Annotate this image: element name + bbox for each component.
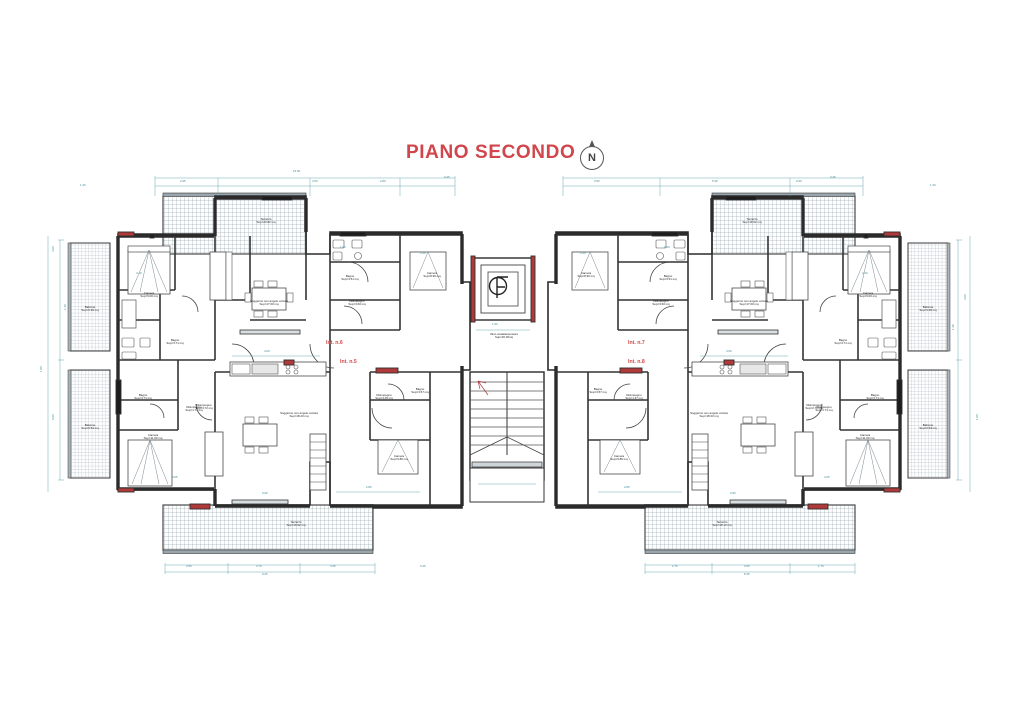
dim-misc-14: 1.00 — [664, 245, 670, 249]
dim-top-left-1: 2.95 — [180, 179, 186, 183]
dim-bottom-left-3: 3.35 — [330, 564, 336, 568]
dim-bottom-right-2: 3.05 — [744, 564, 750, 568]
north-arrow-icon: N — [580, 140, 604, 170]
dim-bottom-right-1: 2.75 — [672, 564, 678, 568]
apartment-tag-int7: Int. n.7 — [628, 340, 645, 346]
dim-misc-4: 2.80 — [624, 485, 630, 489]
dim-misc-9: 4.05 — [172, 475, 178, 479]
dim-bottom-left-overall: 9.25 — [262, 572, 268, 576]
dim-top-offset: 1.30 — [80, 183, 86, 187]
dim-right-3: 1.00 — [975, 414, 979, 420]
dim-misc-10: 4.05 — [824, 475, 830, 479]
dim-misc-12: 0.90 — [730, 491, 736, 495]
dim-right-1: 3.80 — [963, 294, 967, 300]
dim-misc-3: 2.80 — [366, 485, 372, 489]
dim-bottom-left-2: 3.70 — [256, 564, 262, 568]
dim-top-left-4: 0.45 — [444, 175, 450, 179]
dim-top-left-3: 2.80 — [380, 179, 386, 183]
dim-misc-2: 4.00 — [726, 349, 732, 353]
dim-top-left-2: 4.50 — [312, 179, 318, 183]
apartment-tag-int8: Int. n.8 — [628, 359, 645, 365]
dim-bottom-left-4: 0.45 — [420, 564, 426, 568]
dim-top-offset-right: 1.30 — [930, 183, 936, 187]
dim-misc-11: 0.90 — [262, 491, 268, 495]
dim-top-left-overall: 16.60 — [293, 169, 301, 173]
page-title: PIANO SECONDO — [406, 142, 576, 163]
dim-top-right-4: 0.45 — [830, 175, 836, 179]
apartment-tag-int5: Int. n.5 — [340, 359, 357, 365]
core-width-dim: 1.50 — [492, 322, 498, 326]
dim-left-1: 4.00 — [51, 246, 55, 252]
dim-left-4: 1.80 — [39, 366, 43, 372]
dim-top-right-3: 0.90 — [796, 179, 802, 183]
dim-misc-7: 4.10 — [136, 271, 142, 275]
apartment-tag-int6: Int. n.6 — [326, 340, 343, 346]
dim-top-right-1: 3.50 — [594, 179, 600, 183]
dim-misc-1: 4.00 — [264, 349, 270, 353]
dim-bottom-right-3: 1.75 — [818, 564, 824, 568]
dim-top-right-2: 5.30 — [712, 179, 718, 183]
dim-left-2: 1.30 — [63, 304, 67, 310]
dim-bottom-left-1: 2.55 — [186, 564, 192, 568]
dim-bottom-right-overall: 8.45 — [744, 572, 750, 576]
dim-right-2: 1.30 — [951, 324, 955, 330]
dim-misc-5: 3.30 — [420, 251, 426, 255]
dim-misc-6: 3.30 — [580, 251, 586, 255]
dim-left-3: 8.00 — [51, 414, 55, 420]
dim-misc-8: 4.10 — [862, 271, 868, 275]
dim-misc-13: 1.00 — [340, 245, 346, 249]
